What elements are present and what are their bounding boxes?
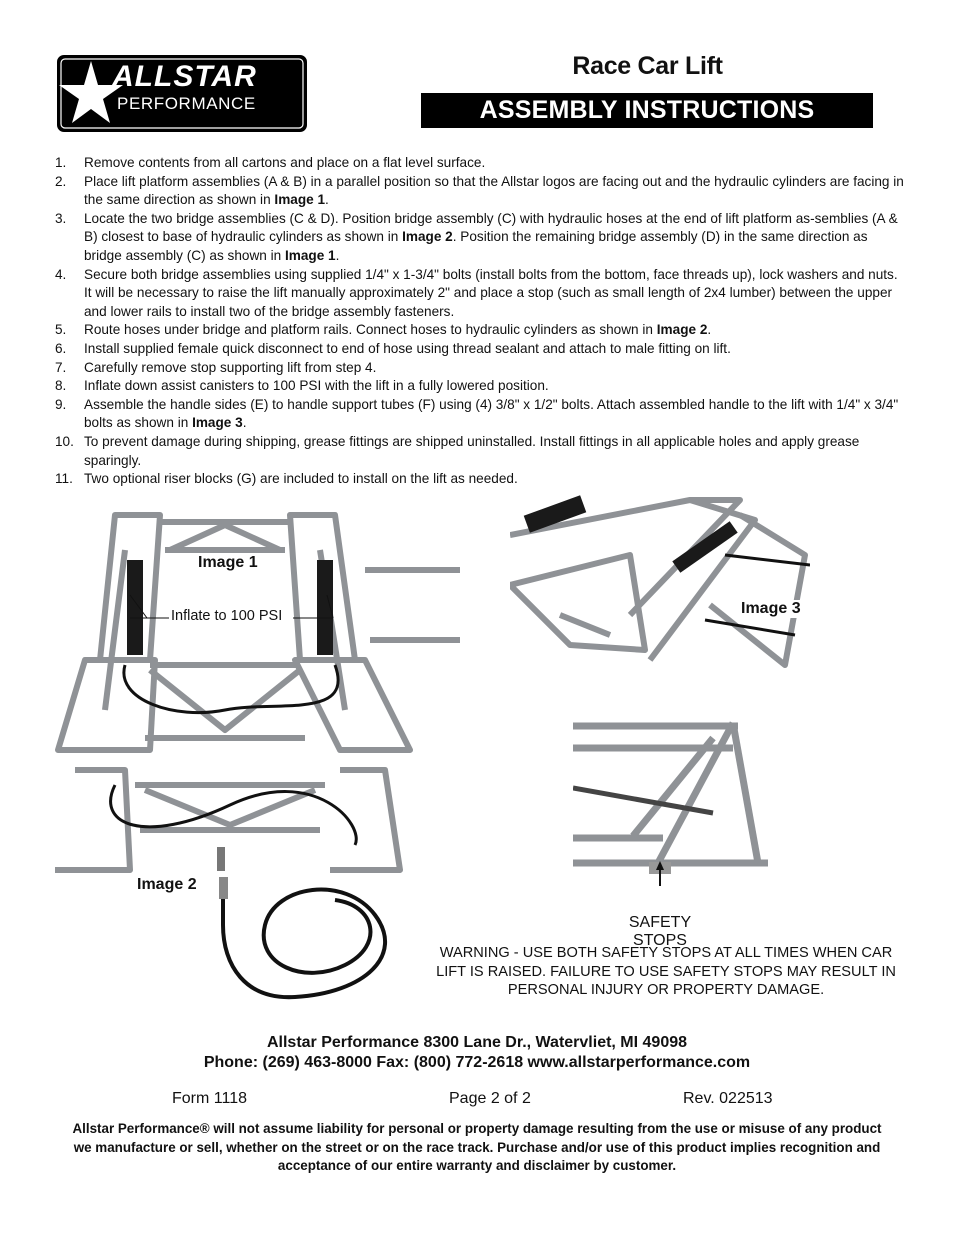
step-text: Route hoses under bridge and platform ra… — [84, 322, 712, 338]
instruction-step: 3. Locate the two bridge assemblies (C & … — [55, 210, 905, 266]
page-title: Race Car Lift — [572, 52, 723, 80]
step-text: Carefully remove stop supporting lift fr… — [84, 359, 377, 375]
instruction-step: 1. Remove contents from all cartons and p… — [55, 154, 905, 173]
page-subtitle: ASSEMBLY INSTRUCTIONS — [421, 93, 873, 128]
allstar-logo-graphic: ALLSTAR PERFORMANCE — [57, 55, 307, 132]
step-number: 9. — [55, 396, 67, 412]
logo-allstar-text: ALLSTAR — [111, 60, 257, 93]
step-number: 4. — [55, 266, 67, 282]
safety-stops-figure — [572, 718, 773, 918]
image-2-hose-photo — [55, 767, 403, 1000]
step-number: 1. — [55, 155, 67, 170]
instruction-step: 8. Inflate down assist canisters to 100 P… — [55, 377, 905, 396]
image-1-lift-photo — [55, 512, 460, 753]
image-3-handle-photo — [507, 495, 811, 668]
step-text: Remove contents from all cartons and pla… — [84, 155, 486, 170]
page-number: Page 2 of 2 — [449, 1090, 531, 1107]
step-text: Secure both bridge assemblies using supp… — [84, 266, 898, 319]
safety-stops-label: SAFETY STOPS — [628, 914, 692, 949]
step-number: 7. — [55, 359, 67, 375]
image-1-figure: Image 1 Inflate to 100 PSI — [55, 510, 465, 755]
step-text: Assemble the handle sides (E) to handle … — [84, 396, 899, 431]
instruction-step: 6. Install supplied female quick disconne… — [55, 340, 905, 359]
step-number: 2. — [55, 173, 67, 189]
address-line-1: Allstar Performance 8300 Lane Dr., Water… — [266, 1034, 688, 1051]
instruction-step: 2. Place lift platform assemblies (A & B)… — [55, 173, 905, 210]
step-number: 11. — [55, 471, 73, 487]
image-3-figure: Image 3 — [507, 495, 811, 675]
warning-text: WARNING - USE BOTH SAFETY STOPS AT ALL T… — [436, 945, 896, 999]
image-3-label: Image 3 — [739, 600, 803, 618]
step-text: Locate the two bridge assemblies (C & D)… — [84, 210, 898, 263]
safety-stops-photo — [572, 721, 768, 918]
image-2-figure: Image 2 — [55, 765, 410, 1010]
instruction-step: 9. Assemble the handle sides (E) to handl… — [55, 396, 905, 433]
form-number: Form 1118 — [172, 1090, 247, 1107]
logo-performance-text: PERFORMANCE — [117, 94, 256, 113]
image-2-label: Image 2 — [135, 876, 199, 894]
step-number: 8. — [55, 378, 67, 394]
revision-number: Rev. 022513 — [683, 1090, 773, 1107]
instruction-step: 11. Two optional riser blocks (G) are inc… — [55, 470, 905, 489]
liability-disclaimer: Allstar Performance® will not assume lia… — [72, 1121, 882, 1173]
instructions-list: 1. Remove contents from all cartons and p… — [55, 154, 905, 489]
company-address: Allstar Performance 8300 Lane Dr., Water… — [0, 1033, 954, 1073]
allstar-logo: ALLSTAR PERFORMANCE — [57, 55, 307, 132]
step-number: 3. — [55, 210, 67, 226]
step-text: Install supplied female quick disconnect… — [84, 340, 731, 356]
instruction-step: 4. Secure both bridge assemblies using su… — [55, 266, 905, 322]
step-text: Place lift platform assemblies (A & B) i… — [84, 173, 904, 208]
address-line-2: Phone: (269) 463-8000 Fax: (800) 772-261… — [203, 1054, 751, 1071]
step-text: To prevent damage during shipping, greas… — [84, 433, 860, 468]
instruction-step: 10. To prevent damage during shipping, gr… — [55, 433, 905, 470]
step-number: 6. — [55, 340, 67, 356]
inflate-callout: Inflate to 100 PSI — [169, 608, 285, 624]
step-text: Inflate down assist canisters to 100 PSI… — [84, 378, 549, 394]
step-text: Two optional riser blocks (G) are includ… — [84, 471, 518, 487]
step-number: 5. — [55, 322, 67, 338]
image-1-label: Image 1 — [196, 554, 260, 572]
instruction-step: 5. Route hoses under bridge and platform … — [55, 321, 905, 340]
step-number: 10. — [55, 433, 74, 449]
instruction-step: 7. Carefully remove stop supporting lift … — [55, 359, 905, 378]
